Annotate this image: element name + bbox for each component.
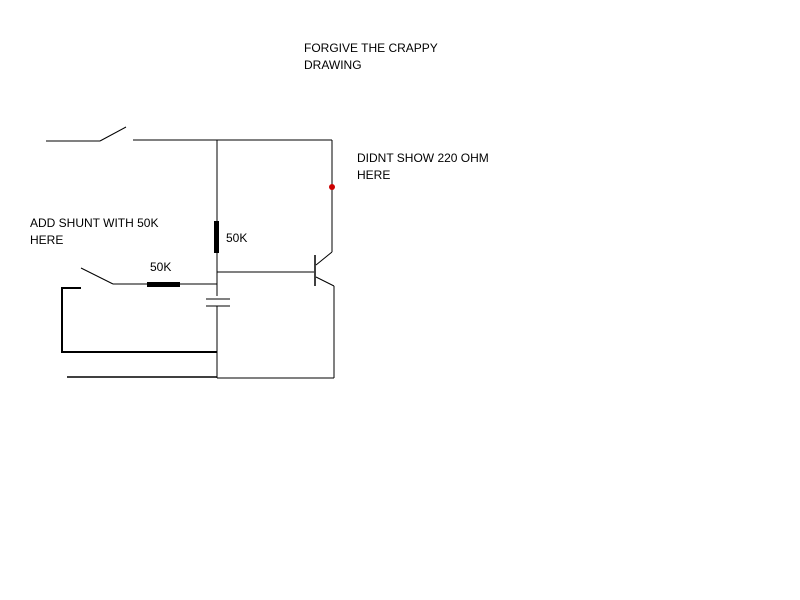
vertical-resistor-label: 50K — [226, 231, 248, 245]
missing-220-ohm-marker — [329, 184, 335, 190]
title-note-line-1: FORGIVE THE CRAPPY — [304, 41, 438, 55]
title-note: FORGIVE THE CRAPPY DRAWING — [304, 40, 438, 74]
resistor-note: DIDNT SHOW 220 OHM HERE — [357, 150, 489, 184]
vertical-resistor-50k — [214, 221, 219, 253]
transistor-collector-leg — [315, 251, 333, 266]
resistor-note-line-1: DIDNT SHOW 220 OHM — [357, 151, 489, 165]
title-note-line-2: DRAWING — [304, 58, 362, 72]
shunt-note: ADD SHUNT WITH 50K HERE — [30, 215, 158, 249]
shunt-note-line-1: ADD SHUNT WITH 50K — [30, 216, 159, 230]
left-loop-wire — [61, 287, 217, 353]
horizontal-resistor-label: 50K — [150, 260, 172, 274]
shunt-note-line-2: HERE — [30, 233, 64, 247]
top-switch-lever — [99, 126, 127, 142]
bottom-switch-lever — [80, 267, 114, 285]
transistor-emitter-leg — [315, 276, 335, 287]
horizontal-resistor-50k — [147, 282, 180, 287]
resistor-note-line-2: HERE — [357, 168, 391, 182]
